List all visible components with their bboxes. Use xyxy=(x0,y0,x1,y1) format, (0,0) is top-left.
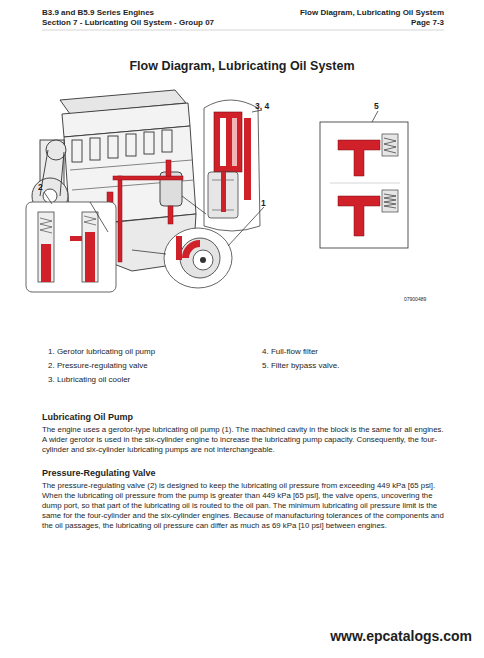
parts-list-item: 4. Full-flow filter xyxy=(262,347,442,357)
callout-number: 3, 4 xyxy=(255,101,285,111)
header-text: Section 7 - Lubricating Oil System - Gro… xyxy=(42,18,342,28)
figure-number: 07900489 xyxy=(404,296,454,302)
callout-number: 2 xyxy=(38,182,52,192)
parts-list-item: 3. Lubricating oil cooler xyxy=(48,375,248,385)
section-heading: Pressure-Regulating Valve xyxy=(42,468,342,479)
header-text: Flow Diagram, Lubricating Oil System xyxy=(244,8,444,18)
header-rule xyxy=(42,30,444,31)
regulating-valve-inset xyxy=(26,202,116,292)
parts-list-item: 1. Gerotor lubricating oil pump xyxy=(48,347,248,357)
header-text: B3.9 and B5.9 Series Engines xyxy=(42,8,302,18)
body-paragraph: The pressure-regulating valve (2) is des… xyxy=(42,481,446,531)
watermark: www.epcatalogs.com xyxy=(292,628,472,645)
cooler-filter-inset xyxy=(204,100,260,231)
leader-line xyxy=(44,110,378,254)
parts-list-item: 2. Pressure-regulating valve xyxy=(48,361,248,371)
section-heading: Lubricating Oil Pump xyxy=(42,412,342,423)
bypass-valve-inset xyxy=(320,122,408,248)
parts-list-item: 5. Filter bypass valve. xyxy=(262,361,442,371)
page-number: Page 7-3 xyxy=(244,18,444,28)
callout-number: 5 xyxy=(374,101,388,111)
page-title: Flow Diagram, Lubricating Oil System xyxy=(0,59,484,73)
callout-number: 1 xyxy=(261,198,275,208)
oil-pump-inset xyxy=(164,228,232,288)
body-paragraph: The engine uses a gerotor-type lubricati… xyxy=(42,425,446,455)
